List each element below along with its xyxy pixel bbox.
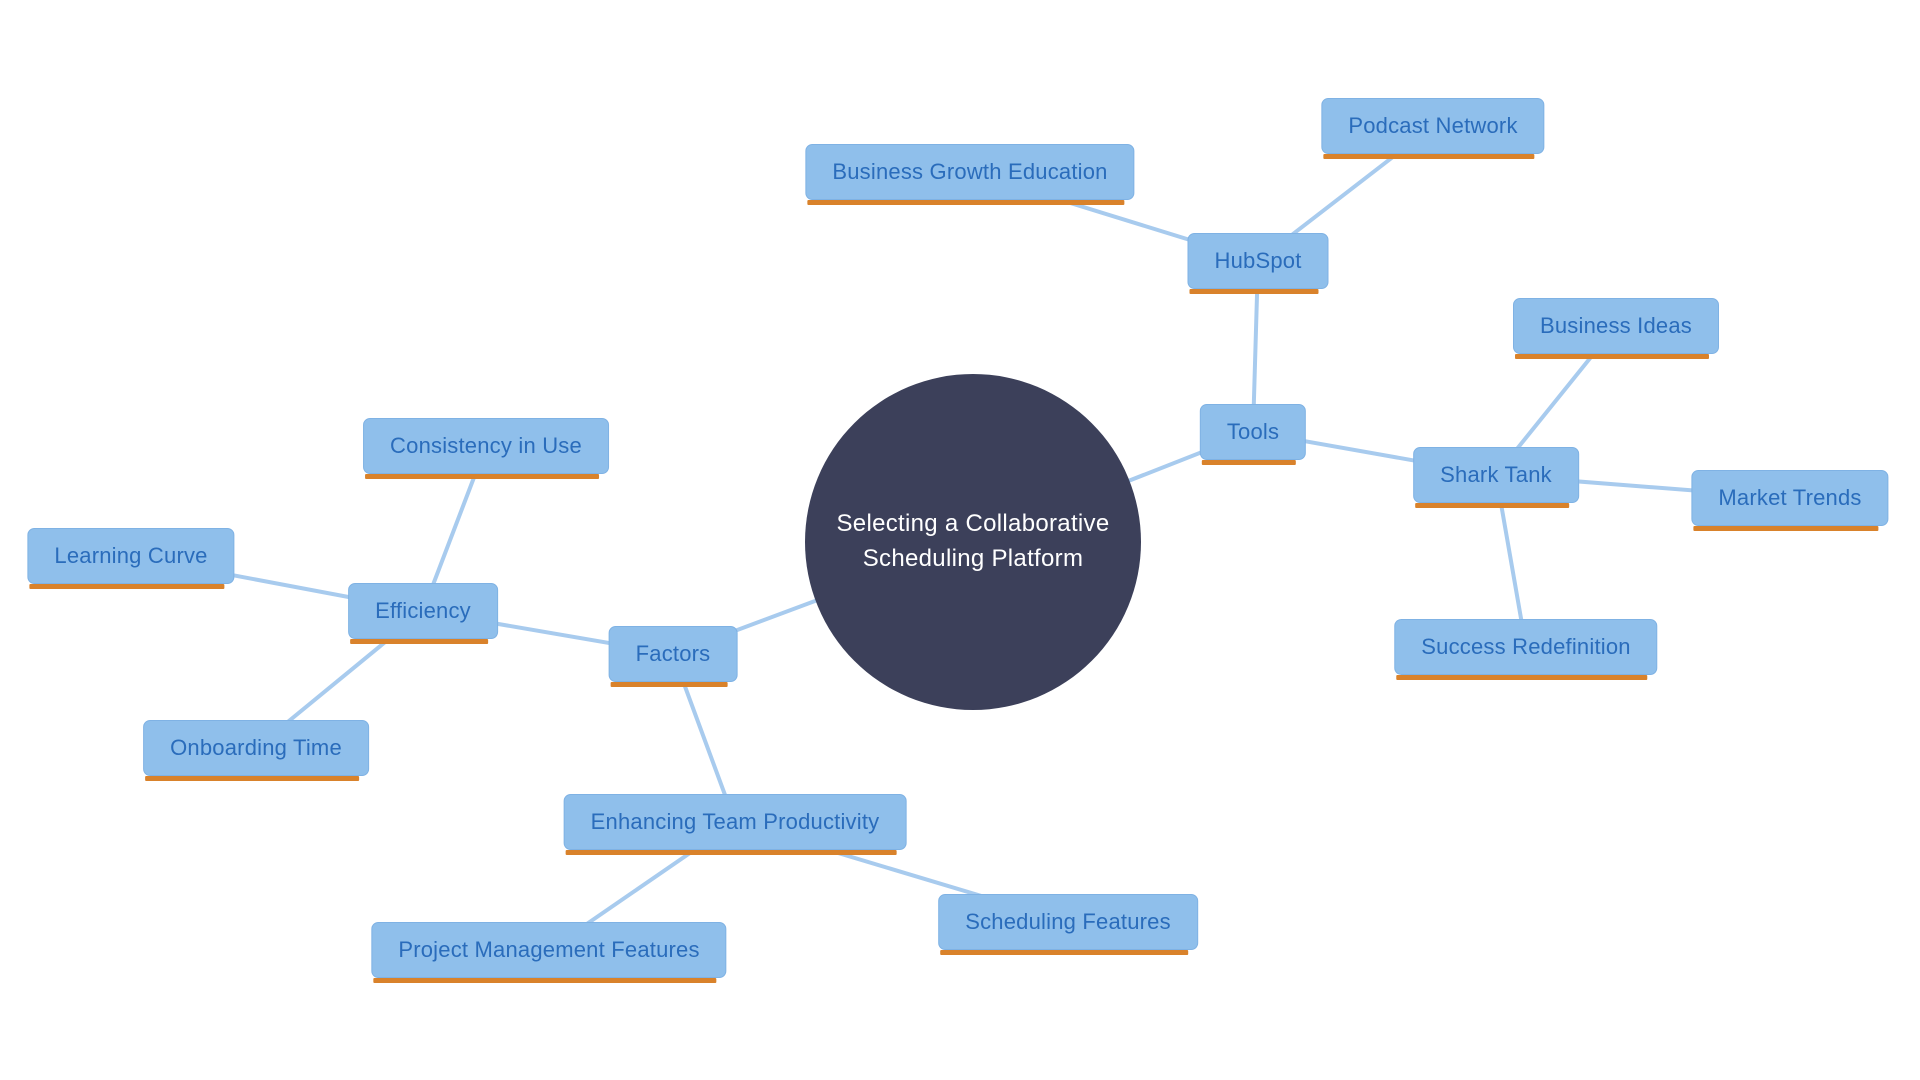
node-market-trends[interactable]: Market Trends <box>1691 470 1889 531</box>
node-label: Scheduling Features <box>965 909 1171 934</box>
central-topic-node[interactable]: Selecting a Collaborative Scheduling Pla… <box>805 374 1141 710</box>
node-success-redefinition[interactable]: Success Redefinition <box>1394 619 1658 680</box>
node-enhancing-team-productivity[interactable]: Enhancing Team Productivity <box>563 794 907 855</box>
node-business-growth-education[interactable]: Business Growth Education <box>805 144 1135 205</box>
node-label: Success Redefinition <box>1421 634 1631 659</box>
node-learning-curve[interactable]: Learning Curve <box>27 528 235 589</box>
node-scheduling-features[interactable]: Scheduling Features <box>938 894 1198 955</box>
node-shark-tank[interactable]: Shark Tank <box>1413 447 1579 508</box>
node-label: Business Growth Education <box>832 159 1108 184</box>
node-label: Onboarding Time <box>170 735 342 760</box>
node-project-management-features[interactable]: Project Management Features <box>371 922 727 983</box>
central-topic-line2: Scheduling Platform <box>862 545 1084 572</box>
node-label: Tools <box>1226 419 1280 444</box>
node-factors[interactable]: Factors <box>608 626 738 687</box>
node-label: Consistency in Use <box>390 433 582 458</box>
node-hubspot[interactable]: HubSpot <box>1187 233 1329 294</box>
node-label: Factors <box>635 641 711 666</box>
node-label: Podcast Network <box>1348 113 1518 138</box>
node-label: HubSpot <box>1214 248 1302 273</box>
central-topic-label: Selecting a Collaborative Scheduling Pla… <box>837 507 1110 577</box>
node-label: Efficiency <box>375 598 471 623</box>
node-label: Shark Tank <box>1440 462 1552 487</box>
node-business-ideas[interactable]: Business Ideas <box>1513 298 1719 359</box>
node-label: Learning Curve <box>54 543 208 568</box>
node-onboarding-time[interactable]: Onboarding Time <box>143 720 369 781</box>
node-label: Business Ideas <box>1540 313 1692 338</box>
node-podcast-network[interactable]: Podcast Network <box>1321 98 1545 159</box>
node-label: Enhancing Team Productivity <box>590 809 880 834</box>
node-efficiency[interactable]: Efficiency <box>348 583 498 644</box>
node-tools[interactable]: Tools <box>1199 404 1307 465</box>
node-consistency-in-use[interactable]: Consistency in Use <box>363 418 609 479</box>
node-label: Project Management Features <box>398 937 700 962</box>
node-label: Market Trends <box>1718 485 1862 510</box>
central-topic-line1: Selecting a Collaborative <box>836 510 1110 538</box>
